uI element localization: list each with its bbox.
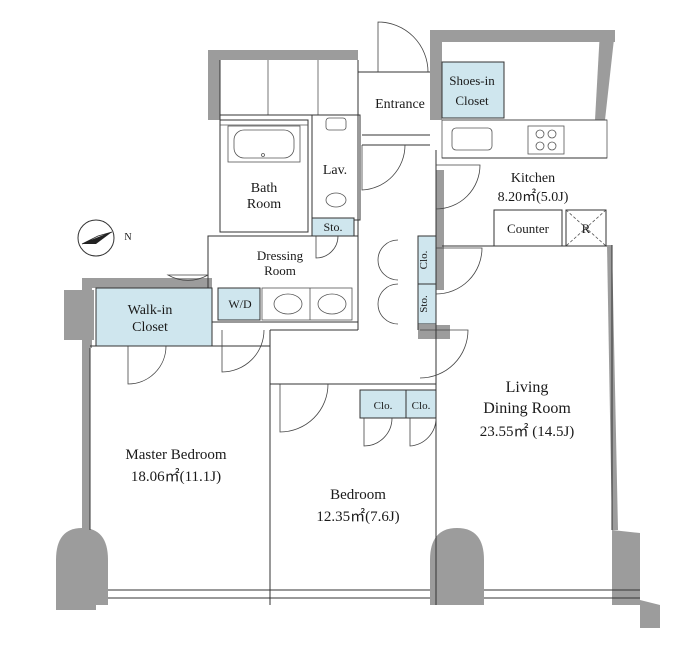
counter-label: Counter — [507, 221, 550, 236]
shoes-in-label-2: Closet — [455, 93, 489, 108]
shoes-in-label-1: Shoes-in — [449, 73, 495, 88]
lav-label: Lav. — [323, 163, 347, 178]
living-area: 23.55㎡ (14.5J) — [480, 423, 575, 440]
bedroom-closet-label-2: Clo. — [412, 400, 431, 412]
bath-storage-label: Sto. — [323, 220, 342, 234]
compass: N — [77, 219, 132, 257]
bedroom-label: Bedroom — [330, 487, 386, 503]
hall-storage-label: Sto. — [418, 295, 430, 313]
living-label-2: Dining Room — [483, 400, 571, 417]
walkin-label-1: Walk-in — [128, 303, 173, 318]
dressing-label-2: Room — [264, 263, 296, 278]
hall-closet-label: Clo. — [418, 250, 430, 269]
master-bedroom-label: Master Bedroom — [125, 447, 227, 463]
kitchen-area: 8.20㎡(5.0J) — [498, 189, 569, 205]
exterior-walls — [56, 30, 660, 628]
kitchen-label: Kitchen — [511, 171, 555, 186]
walkin-label-2: Closet — [132, 320, 168, 335]
dressing-label-1: Dressing — [257, 248, 304, 263]
bath-label-2: Room — [247, 197, 281, 212]
living-label-1: Living — [506, 379, 549, 396]
refrigerator-label: R — [582, 221, 591, 236]
entrance-label: Entrance — [375, 97, 425, 112]
bedroom-closet-label-1: Clo. — [374, 400, 393, 412]
bath-label-1: Bath — [251, 181, 277, 196]
interior-lines — [89, 60, 640, 605]
doors — [127, 21, 483, 447]
compass-north-label: N — [124, 232, 131, 243]
room-labels: Entrance Shoes-in Closet Lav. Bath Room … — [125, 73, 590, 525]
washer-dryer-label: W/D — [228, 297, 252, 311]
bedroom-area: 12.35㎡(7.6J) — [316, 508, 399, 525]
master-bedroom-area: 18.06㎡(11.1J) — [131, 468, 221, 485]
